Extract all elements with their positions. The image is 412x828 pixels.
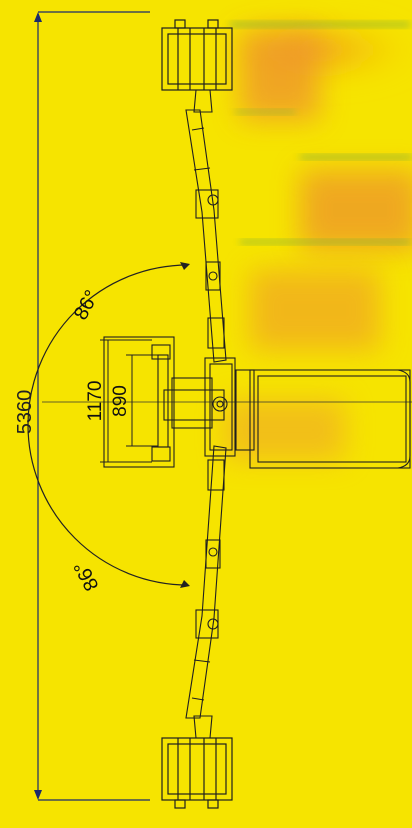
upper-boom-arm <box>185 89 227 363</box>
overall-length-dimension <box>34 11 150 801</box>
lower-boom-arm <box>185 445 227 739</box>
lower-basket <box>161 737 233 809</box>
platform-width-label: 1170 <box>85 381 106 422</box>
blurred-photo-background <box>220 20 412 460</box>
swing-angle-arc <box>27 262 190 588</box>
base-plate <box>103 336 228 468</box>
lower-angle-label: 86° <box>70 557 104 594</box>
width-dimensions <box>100 339 158 463</box>
overall-length-label: 5360 <box>14 390 36 435</box>
upper-basket <box>161 19 233 91</box>
base-width-label: 890 <box>110 385 131 417</box>
chassis <box>204 357 411 469</box>
